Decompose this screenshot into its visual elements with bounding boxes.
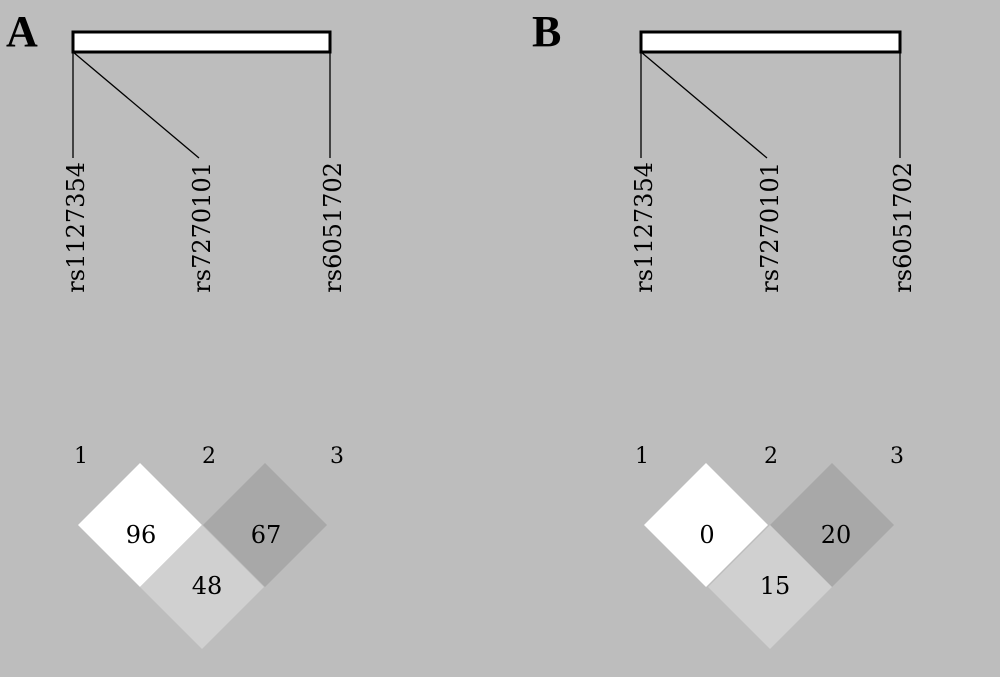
- snp-index-a-3: 3: [330, 444, 344, 469]
- ld-value-b-2-3: 20: [821, 521, 852, 549]
- snp-label-a-1: rs1127354: [62, 162, 90, 293]
- panel-letter-b: B: [532, 7, 561, 56]
- snp-index-b-1: 1: [635, 444, 649, 469]
- ld-value-a-1-3: 48: [192, 572, 223, 600]
- snp-index-a-1: 1: [74, 444, 88, 469]
- ld-cell-b-1-3: [708, 525, 832, 649]
- panel-a: A rs1127354 rs7270101 rs6051702 1 2 3 96…: [6, 7, 347, 649]
- snp-index-a-2: 2: [202, 444, 216, 469]
- snp-index-b-2: 2: [764, 444, 778, 469]
- chromosome-bar-a: [71, 30, 332, 54]
- ld-cell-a-1-3: [140, 525, 264, 649]
- snp-label-b-1: rs1127354: [630, 162, 658, 293]
- snp-connector-a-2: [72, 51, 200, 159]
- ld-value-a-1-2: 96: [126, 521, 157, 549]
- snp-label-b-3: rs6051702: [889, 162, 917, 293]
- ld-value-a-2-3: 67: [251, 521, 282, 549]
- panel-b: B rs1127354 rs7270101 rs6051702 1 2 3 0 …: [532, 7, 917, 649]
- snp-label-a-3: rs6051702: [319, 162, 347, 293]
- ld-cell-b-1-2: [644, 463, 768, 587]
- ld-value-b-1-2: 0: [699, 521, 714, 549]
- ld-value-b-1-3: 15: [760, 572, 791, 600]
- ld-cell-a-2-3: [203, 463, 327, 587]
- snp-label-b-2: rs7270101: [756, 162, 784, 293]
- chromosome-bar-b: [639, 30, 902, 54]
- snp-label-a-2: rs7270101: [188, 162, 216, 293]
- snp-connector-b-2: [640, 51, 768, 159]
- snp-index-b-3: 3: [890, 444, 904, 469]
- panel-letter-a: A: [6, 7, 38, 56]
